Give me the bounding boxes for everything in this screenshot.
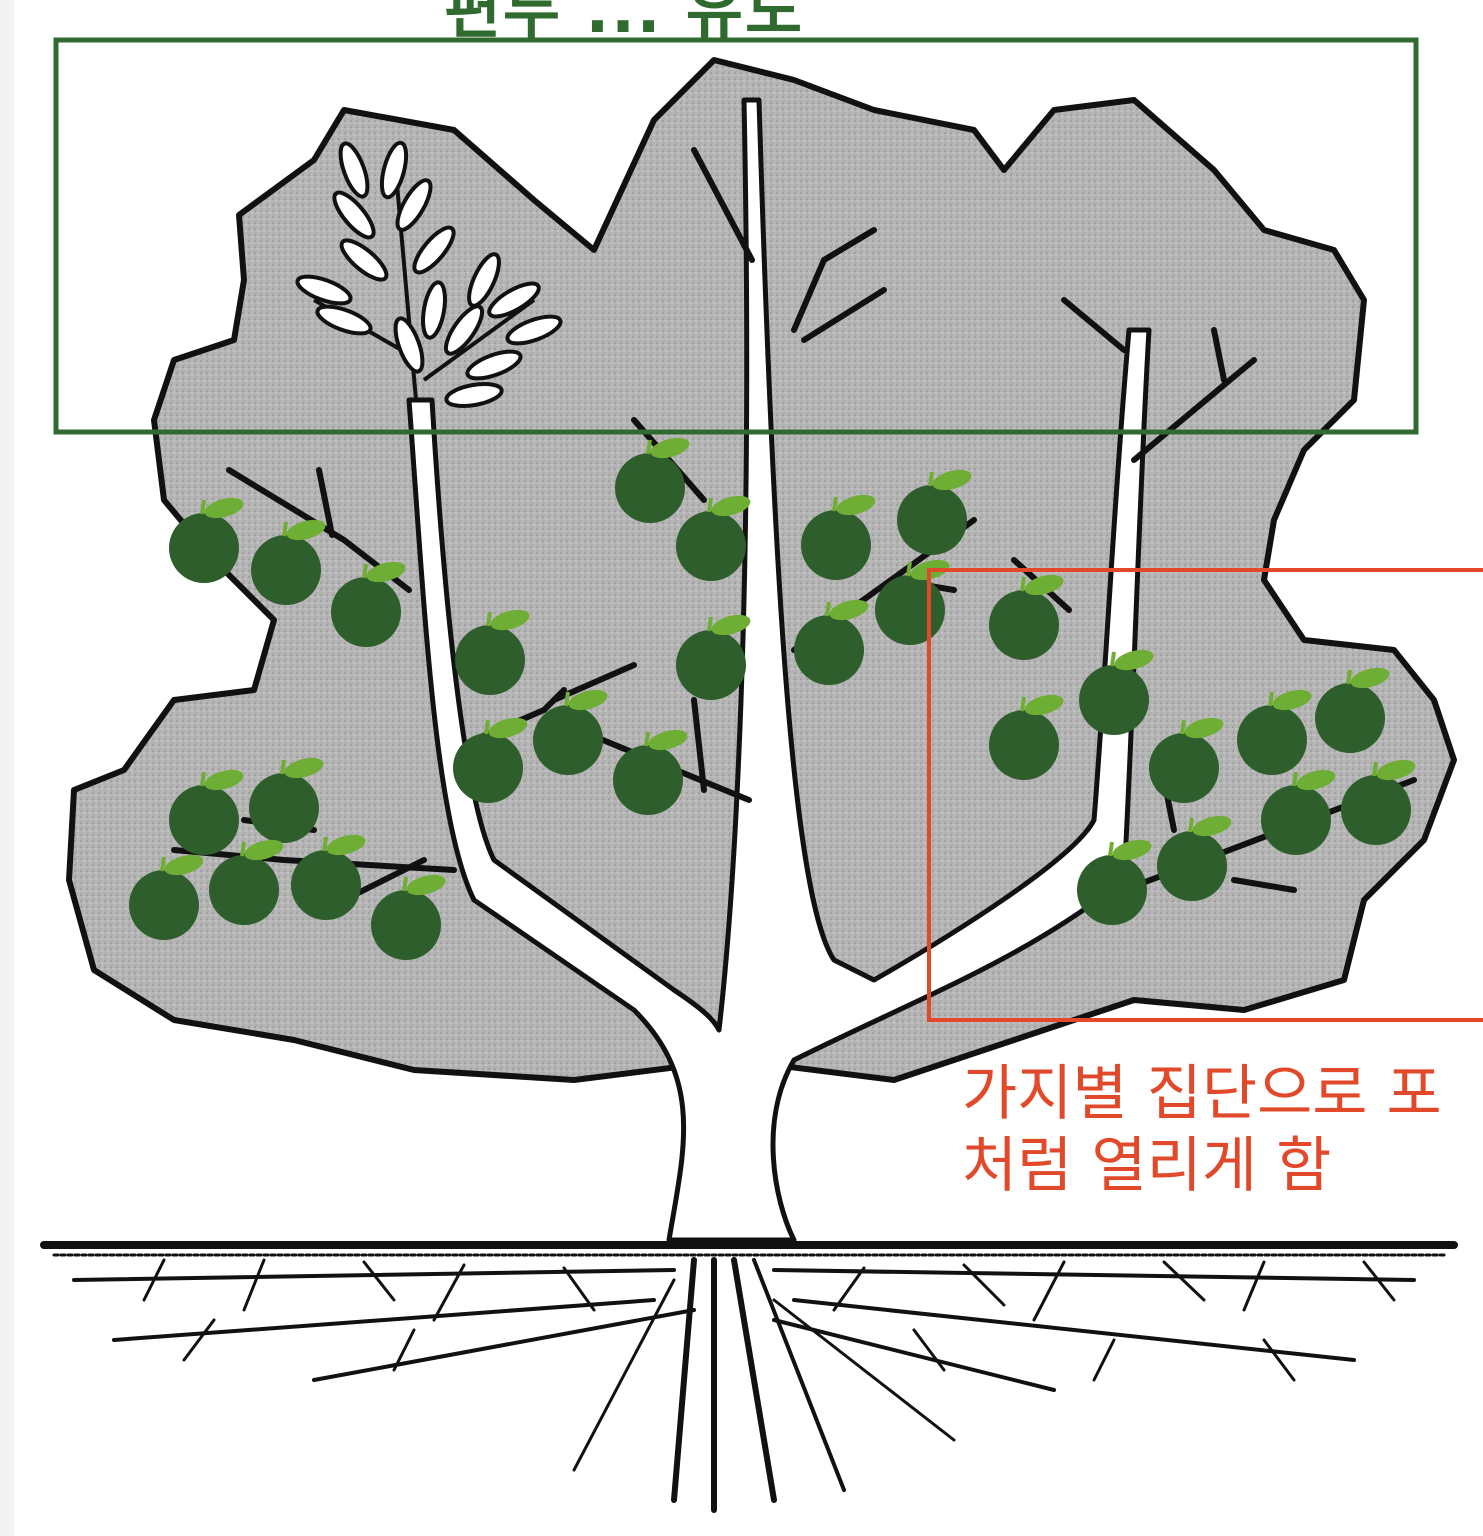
tree-diagram [14,0,1483,1536]
roots-icon [44,1245,1454,1510]
annotation-line-1: 가지별 집단으로 포 [962,1058,1483,1130]
diagram-canvas: 편두 ... 유도 [14,0,1483,1536]
annotation-line-2: 처럼 열리게 함 [962,1130,1483,1202]
annotation-text: 가지별 집단으로 포 처럼 열리게 함 [962,1058,1483,1202]
